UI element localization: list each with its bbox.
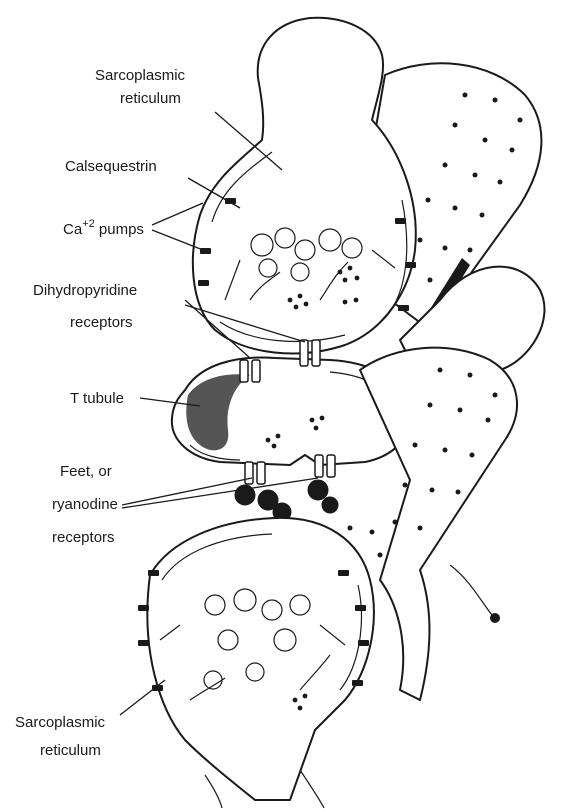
label-dhp-1: Dihydropyridine [33, 282, 137, 299]
label-sr-bottom-2: reticulum [40, 742, 101, 759]
label-t-tubule: T tubule [70, 390, 124, 407]
leader-sr-bottom [120, 680, 165, 715]
label-ca-pumps: Ca+2 pumps [63, 218, 144, 238]
label-ca-pumps-base: Ca [63, 221, 83, 238]
loose-strand [450, 565, 492, 615]
label-ca-pumps-sup: +2 [82, 218, 95, 230]
label-sr-top-2: reticulum [120, 90, 181, 107]
lower-sr-tube [360, 348, 517, 700]
label-sr-top-1: Sarcoplasmic [95, 67, 186, 84]
label-feet-1: Feet, or [60, 463, 112, 480]
label-calsequestrin: Calsequestrin [65, 158, 157, 175]
label-feet-2: ryanodine [52, 496, 118, 513]
leader-feet-b [122, 478, 318, 508]
label-sr-bottom-1: Sarcoplasmic [15, 714, 106, 731]
label-ca-pumps-rest: pumps [95, 221, 144, 238]
illustration [138, 18, 544, 808]
strand-end [490, 613, 500, 623]
label-dhp-2: receptors [70, 314, 133, 331]
leader-ca-pumps-a [152, 203, 203, 225]
label-feet-3: receptors [52, 529, 115, 546]
